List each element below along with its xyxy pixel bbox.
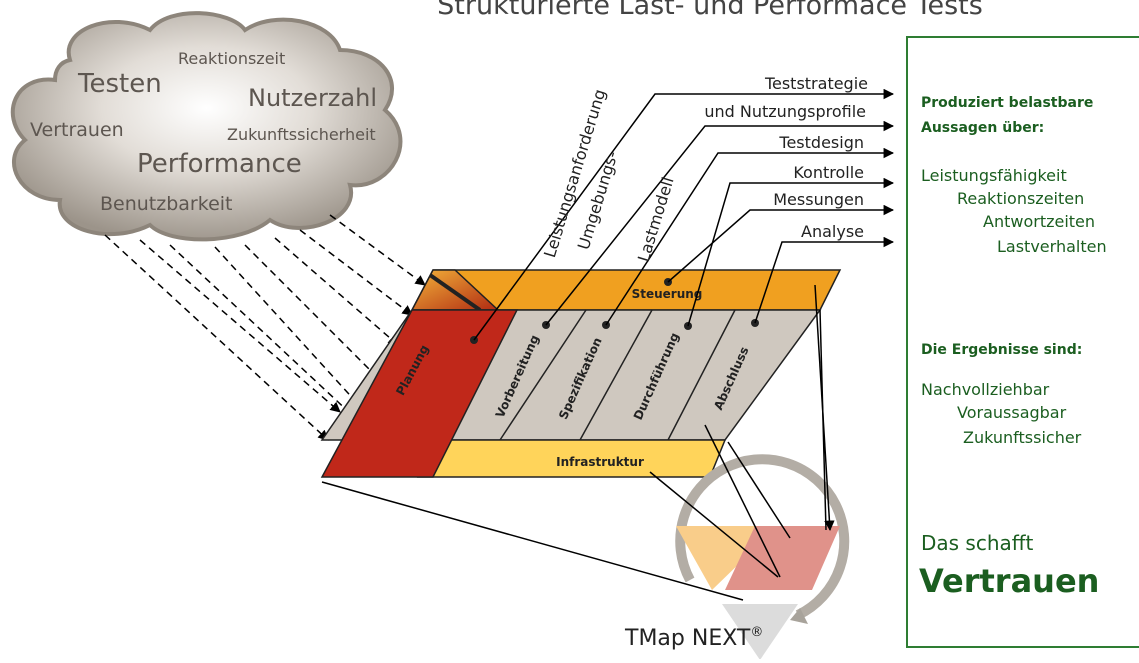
label-steuerung: Steuerung	[632, 287, 703, 301]
logo-lines	[321, 284, 835, 601]
cloud-word-reaktionszeit: Reaktionszeit	[178, 49, 285, 68]
panel-item-nachvollziehbar: Nachvollziehbar	[921, 380, 1050, 399]
cloud-word-vertrauen: Vertrauen	[30, 119, 124, 141]
label-teststrategie: Teststrategie	[764, 74, 868, 93]
tmap-logo-text: TMap NEXT®	[624, 625, 763, 651]
cloud-word-benutzbarkeit: Benutzbarkeit	[100, 193, 233, 215]
label-analyse: Analyse	[801, 222, 864, 241]
results-panel	[906, 36, 1139, 648]
label-kontrolle: Kontrolle	[793, 163, 864, 182]
panel-item-antwortzeiten: Antwortzeiten	[983, 212, 1096, 231]
panel-item-leistungsfaehigkeit: Leistungsfähigkeit	[921, 166, 1067, 185]
panel-closing-emphasis: Vertrauen	[919, 562, 1100, 600]
panel-heading-2: Die Ergebnisse sind:	[921, 342, 1083, 358]
deliverable-arrows	[473, 88, 895, 341]
diagram-title: Strukturierte Last- und Performace Tests	[437, 0, 983, 21]
label-lastmodell: Lastmodell	[634, 175, 678, 264]
dashed-arrows	[104, 214, 426, 441]
panel-item-voraussagbar: Voraussagbar	[957, 403, 1067, 422]
panel-heading-1a: Produziert belastbare	[921, 95, 1094, 111]
label-testdesign: Testdesign	[778, 133, 864, 152]
panel-item-zukunftssicher: Zukunftssicher	[963, 428, 1082, 447]
label-messungen: Messungen	[773, 190, 864, 209]
tmap-logo	[675, 454, 850, 660]
panel-item-lastverhalten: Lastverhalten	[997, 237, 1107, 256]
phase-dividers	[499, 309, 736, 441]
cloud-word-testen: Testen	[77, 69, 162, 99]
label-nutzungsprofile: und Nutzungsprofile	[704, 102, 866, 121]
panel-closing-line: Das schafft	[921, 531, 1034, 555]
cloud-word-nutzerzahl: Nutzerzahl	[248, 84, 377, 112]
cloud-word-performance: Performance	[137, 149, 302, 179]
panel-item-reaktionszeiten: Reaktionszeiten	[957, 189, 1085, 208]
cloud-word-zukunftssicherheit: Zukunftssicherheit	[227, 125, 376, 144]
panel-heading-1b: Aussagen über:	[921, 120, 1045, 136]
planung-block	[320, 309, 519, 478]
cloud-shape	[10, 11, 403, 242]
label-infrastruktur: Infrastruktur	[556, 455, 644, 469]
